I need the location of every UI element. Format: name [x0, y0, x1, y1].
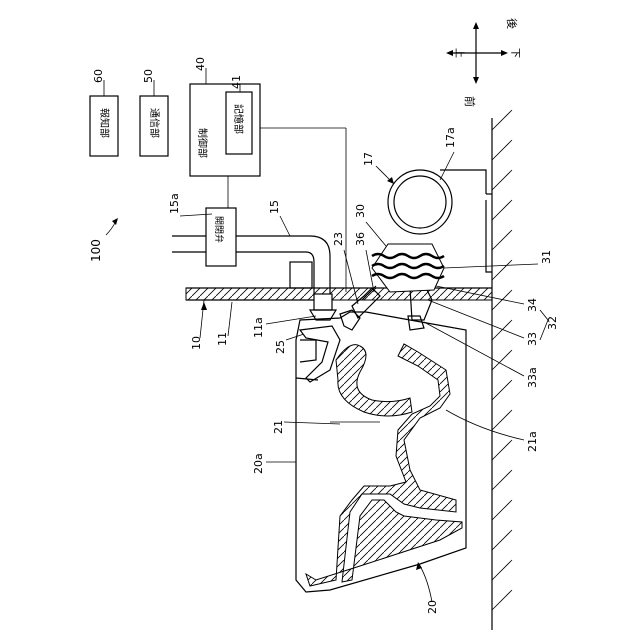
wall	[492, 110, 512, 630]
label-31: 31	[540, 250, 553, 264]
label-11: 11	[216, 332, 229, 346]
label-36: 36	[354, 232, 367, 246]
outlet-fixture: 11a 25	[252, 294, 336, 354]
label-17a: 17a	[444, 127, 457, 148]
label-15a: 15a	[168, 193, 181, 214]
communication-unit-block: 通信部 50	[140, 69, 168, 156]
block-label: 制御部	[196, 128, 209, 158]
label-41: 41	[230, 75, 243, 89]
label-21: 21	[272, 420, 285, 434]
block-label: 100	[89, 239, 103, 262]
block-label: 報知部	[98, 108, 111, 138]
label-11a: 11a	[252, 317, 265, 338]
direction-front-label: 前	[463, 96, 477, 107]
figure-number: 100	[89, 218, 118, 262]
notification-unit-block: 報知部 60	[90, 69, 118, 156]
label-10: 10	[190, 336, 203, 350]
toilet-body: 21 20a 20 21a	[252, 310, 539, 614]
label-23: 23	[332, 232, 345, 246]
label-60: 60	[92, 69, 105, 83]
label-50: 50	[142, 69, 155, 83]
label-20: 20	[426, 600, 439, 614]
label-33a: 33a	[526, 367, 539, 388]
label-30: 30	[354, 204, 367, 218]
pipe-support	[290, 262, 312, 288]
label-33: 33	[526, 332, 539, 346]
label-25: 25	[274, 340, 287, 354]
block-label: 開閉弁	[213, 216, 225, 243]
label-20a: 20a	[252, 453, 265, 474]
direction-back-label: 後	[505, 18, 519, 29]
direction-down-label: 下	[509, 48, 520, 58]
block-label: 記憶部	[232, 104, 245, 134]
label-21a: 21a	[526, 431, 539, 452]
block-label: 通信部	[148, 108, 161, 138]
label-34: 34	[526, 298, 539, 312]
bellows-joint: 31 34 32 30	[354, 204, 559, 340]
direction-up-label: 上	[453, 48, 465, 58]
direction-indicator: 後 前 上 下	[446, 18, 520, 107]
label-15: 15	[268, 200, 281, 214]
label-40: 40	[194, 57, 207, 71]
label-32: 32	[546, 316, 559, 330]
label-17: 17	[362, 152, 375, 166]
valve-block: 開閉弁 15a	[168, 193, 236, 266]
